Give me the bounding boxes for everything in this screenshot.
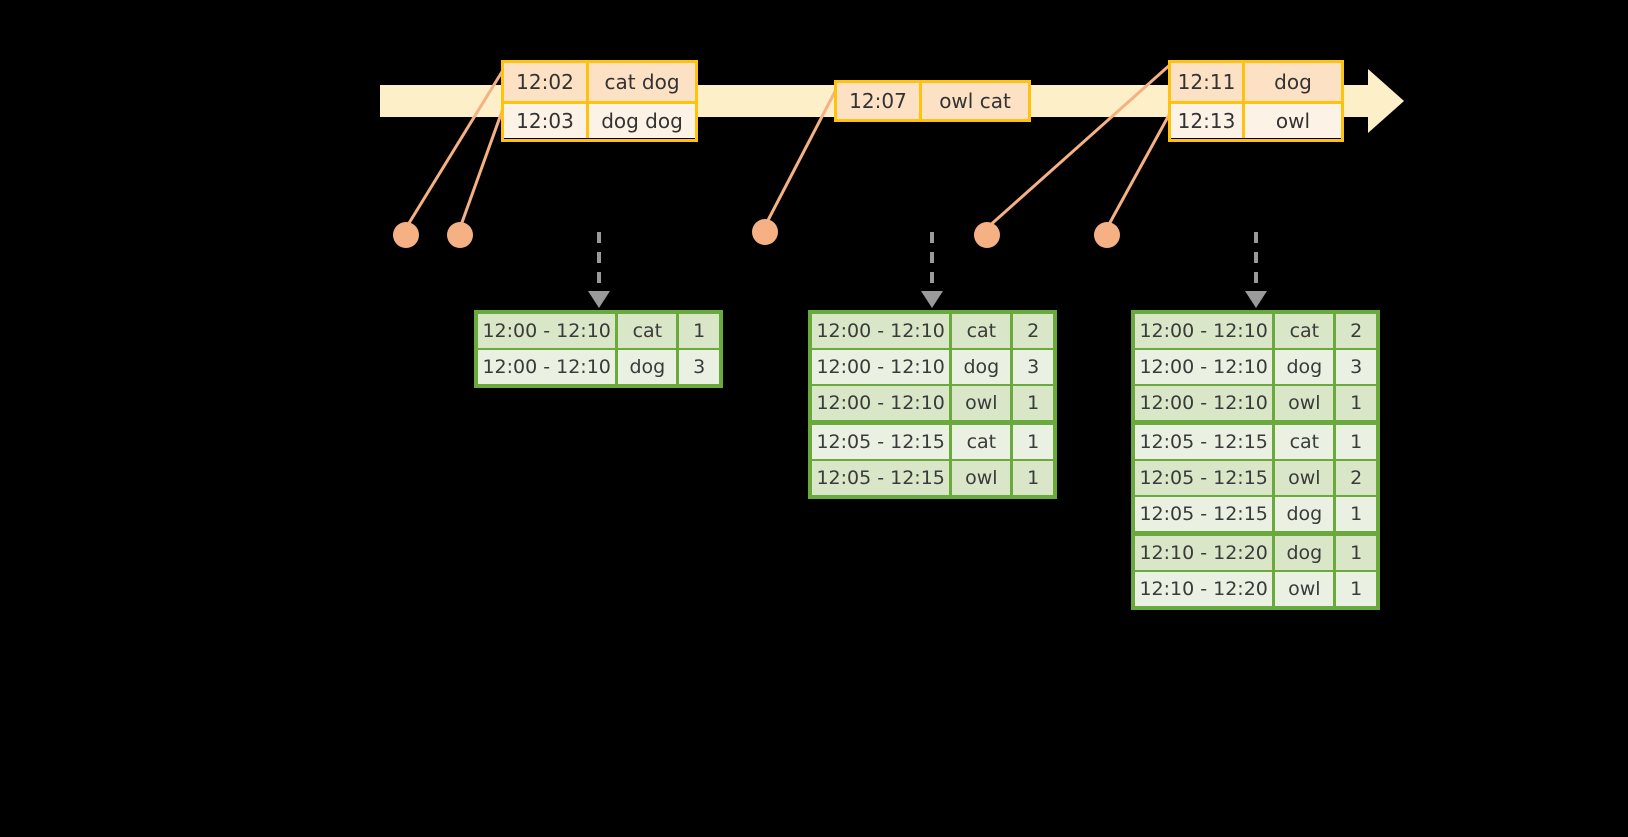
count-cell: 3 xyxy=(1336,350,1377,384)
event-dot-4 xyxy=(974,222,1000,248)
count-cell: 2 xyxy=(1013,314,1054,348)
event-box-1-row: 12:03 dog dog xyxy=(504,101,695,138)
count-cell: 1 xyxy=(1336,425,1377,459)
count-cell: 3 xyxy=(679,350,720,384)
count-cell: 1 xyxy=(1013,386,1054,420)
word-cell: owl xyxy=(1275,572,1334,606)
event-time: 12:11 xyxy=(1171,63,1245,101)
connector-line-5 xyxy=(1105,103,1177,229)
event-box-3-row: 12:11 dog xyxy=(1171,63,1341,101)
count-cell: 1 xyxy=(1336,536,1377,570)
dashed-arrow-head-icon-3 xyxy=(1245,291,1267,308)
event-box-3: 12:11 dog 12:13 owl xyxy=(1168,60,1344,142)
event-dot-2 xyxy=(447,222,473,248)
event-box-2-row: 12:07 owl cat xyxy=(837,83,1028,119)
word-cell: owl xyxy=(952,386,1011,420)
event-words: cat dog xyxy=(604,70,680,94)
event-time: 12:03 xyxy=(504,104,589,138)
word-cell: owl xyxy=(1275,461,1334,495)
count-cell: 1 xyxy=(679,314,720,348)
count-cell: 1 xyxy=(1013,461,1054,495)
count-cell: 1 xyxy=(1336,386,1377,420)
event-dot-1 xyxy=(393,222,419,248)
event-time: 12:13 xyxy=(1171,104,1245,138)
word-cell: cat xyxy=(952,425,1011,459)
word-cell: cat xyxy=(1275,314,1334,348)
window-cell: 12:05 - 12:15 xyxy=(1135,425,1273,459)
window-cell: 12:05 - 12:15 xyxy=(812,425,950,459)
window-cell: 12:10 - 12:20 xyxy=(1135,536,1273,570)
event-box-1-row: 12:02 cat dog xyxy=(504,63,695,101)
dashed-arrow-head-icon-2 xyxy=(921,291,943,308)
count-cell: 1 xyxy=(1013,425,1054,459)
event-dot-5 xyxy=(1094,222,1120,248)
event-words: owl xyxy=(1275,108,1311,133)
event-time: 12:02 xyxy=(504,63,589,101)
window-cell: 12:05 - 12:15 xyxy=(812,461,950,495)
window-cell: 12:05 - 12:15 xyxy=(1135,497,1273,531)
connector-line-2 xyxy=(458,102,507,229)
count-cell: 2 xyxy=(1336,461,1377,495)
event-dot-3 xyxy=(752,219,778,245)
word-cell: cat xyxy=(952,314,1011,348)
word-cell: dog xyxy=(1275,536,1334,570)
count-cell: 1 xyxy=(1336,497,1377,531)
word-cell: dog xyxy=(952,350,1011,384)
window-cell: 12:00 - 12:10 xyxy=(1135,386,1273,420)
event-words: dog xyxy=(1274,70,1312,94)
event-box-3-row: 12:13 owl xyxy=(1171,101,1341,138)
window-cell: 12:00 - 12:10 xyxy=(1135,350,1273,384)
window-cell: 12:00 - 12:10 xyxy=(812,350,950,384)
word-cell: dog xyxy=(1275,497,1334,531)
word-cell: cat xyxy=(618,314,677,348)
window-cell: 12:00 - 12:10 xyxy=(812,386,950,420)
word-cell: dog xyxy=(618,350,677,384)
word-cell: owl xyxy=(1275,386,1334,420)
timeline-arrowhead-icon xyxy=(1368,69,1404,133)
dashed-arrow-head-icon-1 xyxy=(588,291,610,308)
event-time: 12:07 xyxy=(837,83,922,119)
word-cell: owl xyxy=(952,461,1011,495)
event-words: owl cat xyxy=(939,89,1011,113)
window-cell: 12:00 - 12:10 xyxy=(1135,314,1273,348)
event-words: dog dog xyxy=(601,108,683,133)
count-cell: 3 xyxy=(1013,350,1054,384)
count-cell: 1 xyxy=(1336,572,1377,606)
window-cell: 12:00 - 12:10 xyxy=(812,314,950,348)
event-box-1: 12:02 cat dog 12:03 dog dog xyxy=(501,60,698,142)
event-box-2: 12:07 owl cat xyxy=(834,80,1031,122)
word-cell: cat xyxy=(1275,425,1334,459)
window-cell: 12:00 - 12:10 xyxy=(478,314,616,348)
count-cell: 2 xyxy=(1336,314,1377,348)
window-cell: 12:05 - 12:15 xyxy=(1135,461,1273,495)
window-cell: 12:10 - 12:20 xyxy=(1135,572,1273,606)
window-cell: 12:00 - 12:10 xyxy=(478,350,616,384)
word-cell: dog xyxy=(1275,350,1334,384)
